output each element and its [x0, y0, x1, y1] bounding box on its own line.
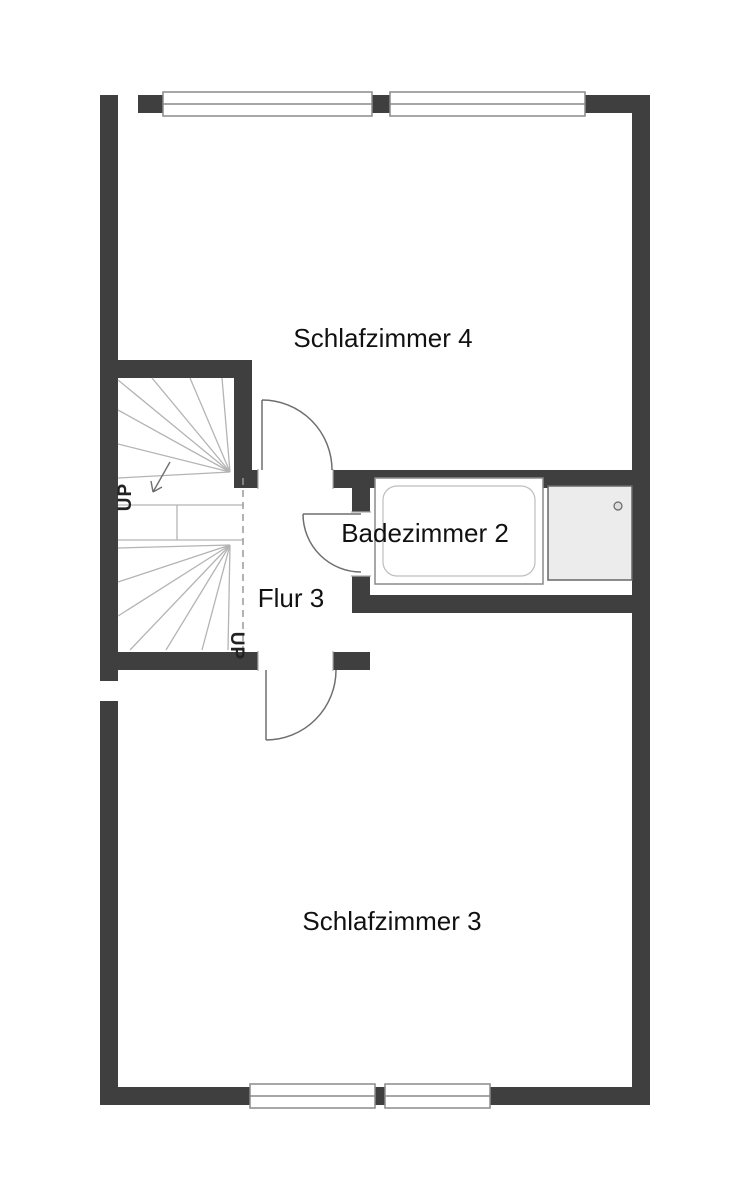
wall-openings-group: [100, 95, 371, 701]
bathtub-inner: [382, 485, 536, 577]
wall-stair-right-stub: [234, 360, 252, 488]
stair-tread-line: [117, 379, 231, 473]
stairs-up-label-bottom: UP: [226, 632, 247, 660]
wall-bath-bottom: [352, 595, 650, 613]
door-opening-bathroom: [351, 512, 371, 576]
room-label-bedroom4: Schlafzimmer 4: [293, 323, 472, 353]
stair-tread-line: [117, 443, 231, 473]
bathtub-outline: [374, 477, 544, 585]
walls-group: [100, 95, 650, 1105]
door-opening-bedroom3: [258, 651, 333, 671]
stair-tread-line: [201, 544, 231, 651]
stair-tread-line: [117, 544, 231, 617]
stair-tread-line: [151, 377, 231, 473]
door-swing-bathroom: [302, 513, 362, 573]
shower-tray: [547, 485, 633, 581]
door-opening-bedroom4: [258, 469, 333, 489]
stairs-group: [117, 377, 243, 651]
wall-notch-topleft: [118, 95, 138, 115]
bathroom-fixtures-group: [374, 477, 633, 585]
room-label-bathroom2: Badezimmer 2: [341, 518, 509, 548]
wall-stair-top: [100, 360, 252, 378]
stair-direction-arrow: [150, 461, 171, 493]
stair-tread-line: [189, 377, 231, 473]
room-labels-group: Schlafzimmer 4 Badezimmer 2 Flur 3 Schla…: [115, 323, 509, 936]
stairs-up-label-top: UP: [115, 483, 136, 511]
doors-group: [261, 399, 362, 741]
stair-tread-line: [227, 544, 231, 651]
door-swing-bedroom3: [265, 669, 337, 741]
wall-left: [100, 95, 118, 1105]
stair-tread-line: [165, 544, 231, 651]
stair-tread-line: [117, 544, 231, 583]
door-swing-bedroom4: [261, 399, 333, 471]
room-label-hall3: Flur 3: [258, 583, 324, 613]
stair-tread-line: [129, 544, 231, 651]
shower-drain: [613, 501, 623, 511]
stair-tread-line: [221, 377, 231, 473]
stair-tread-line: [117, 544, 231, 549]
wall-break-left: [100, 681, 118, 701]
stair-tread-line: [117, 409, 231, 473]
door-jambs-group: [257, 469, 371, 671]
room-label-bedroom3: Schlafzimmer 3: [302, 906, 481, 936]
windows-group: [162, 91, 586, 1109]
stair-tread-line: [117, 471, 231, 479]
